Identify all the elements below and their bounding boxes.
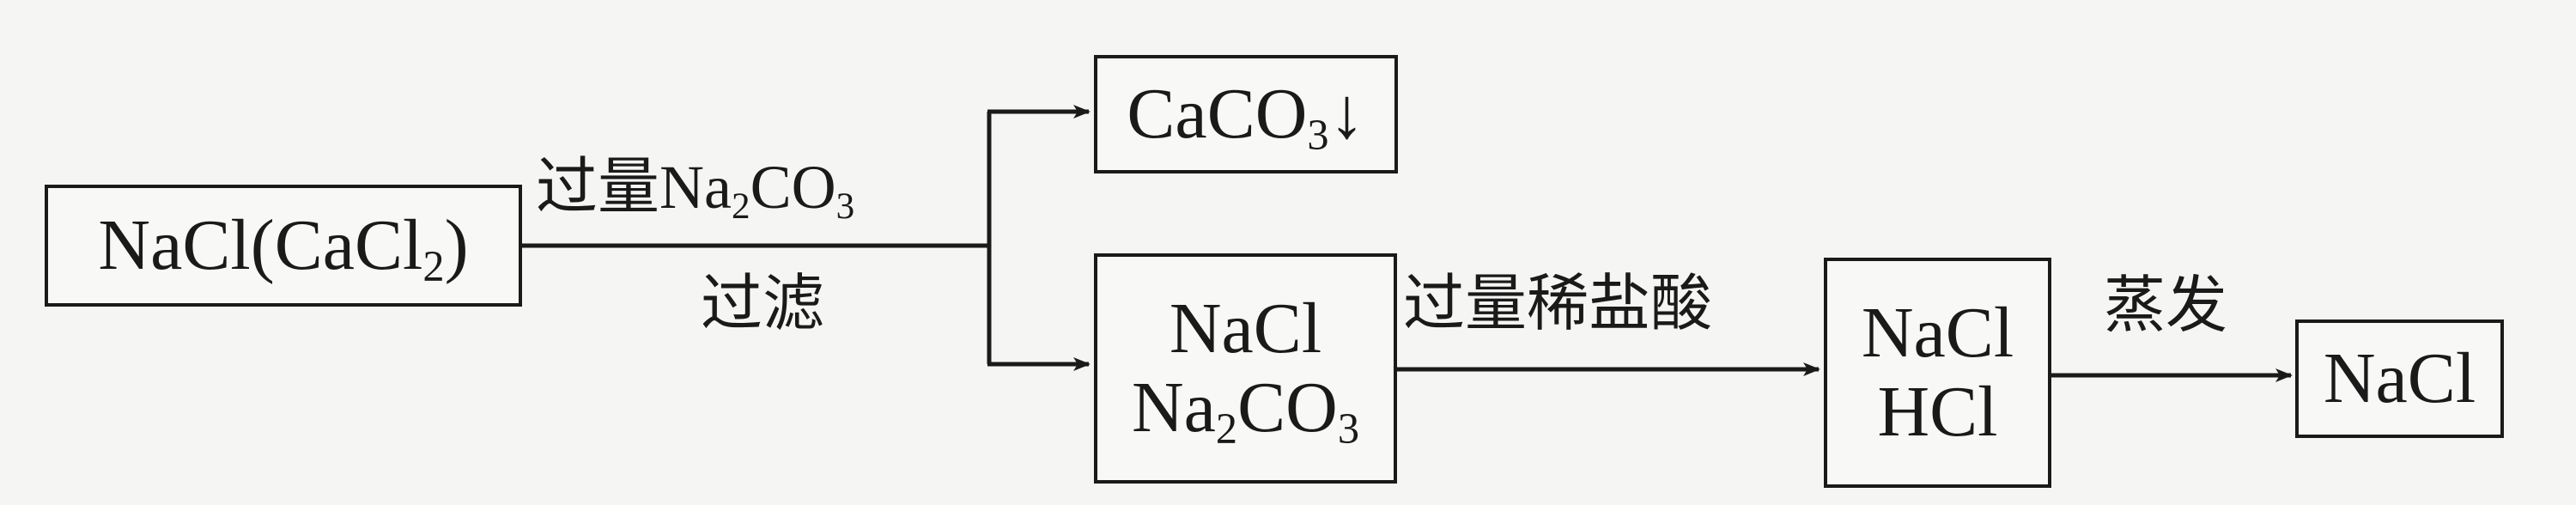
step3-operation-label: 蒸发 [2104,271,2228,340]
start-formula-sub: 2 [422,242,445,291]
mixture-line-hcl: HCl [1877,372,1998,452]
precipitate-formula: CaCO [1127,74,1308,154]
mixture-box: NaCl HCl [1824,258,2051,488]
filtrate-box: NaCl Na2CO3 [1094,253,1397,484]
filtrate-line-nacl: NaCl [1169,289,1322,368]
precipitate-down-arrow-icon: ↓ [1328,74,1365,154]
start-formula-main: NaCl(CaCl [98,205,423,285]
start-formula-tail: ) [444,205,469,285]
precipitate-box: CaCO3↓ [1094,55,1398,173]
filtrate-line-na2co3: Na2CO3 [1131,368,1360,453]
step1-operation-label: 过滤 [701,270,825,338]
start-box: NaCl(CaCl2) [45,185,522,307]
product-label: NaCl [2323,338,2476,418]
product-box: NaCl [2295,319,2504,438]
mixture-line-nacl: NaCl [1861,293,2014,373]
step1-reagent-label: 过量Na2CO3 [536,153,855,228]
step2-reagent-label: 过量稀盐酸 [1403,270,1713,338]
